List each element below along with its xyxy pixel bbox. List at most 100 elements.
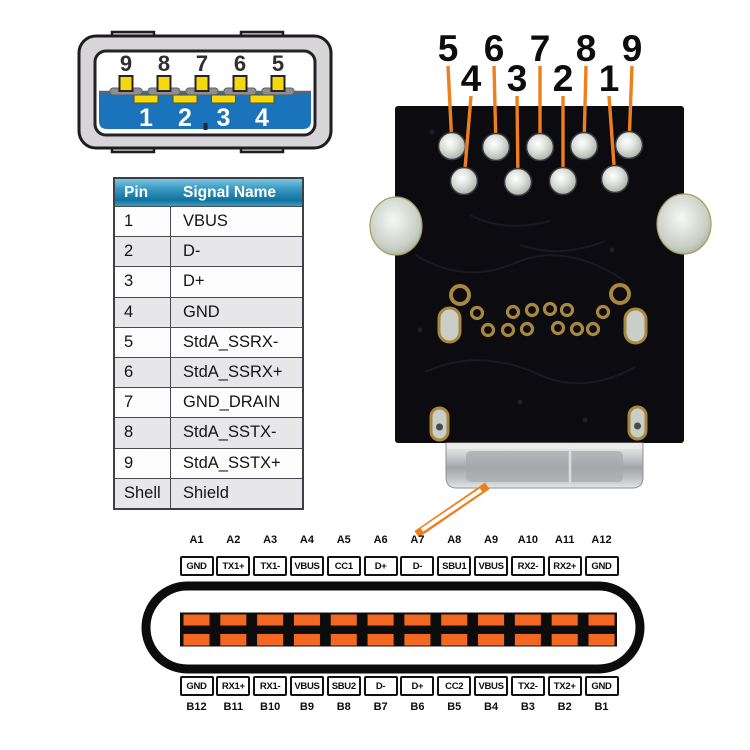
usb-c-pin-contact bbox=[403, 613, 432, 627]
mounting-pads-bottom bbox=[429, 405, 648, 442]
usb-c-pin-contact bbox=[256, 613, 285, 627]
pcb-pin-callout-number: 3 bbox=[507, 58, 528, 99]
usb-a-contact-number: 6 bbox=[234, 51, 246, 76]
usb-a-keying-tick bbox=[203, 123, 208, 130]
usb-c-pin-contact bbox=[182, 613, 211, 627]
pcb-pin-callout-number: 1 bbox=[599, 58, 620, 99]
usb-a-ss-contact bbox=[194, 75, 210, 92]
usb-c-bottom-pin-box: CC2 bbox=[437, 676, 472, 696]
pcb-traces bbox=[414, 129, 636, 423]
usb-c-top-pin-id: A6 bbox=[373, 534, 388, 546]
solder-pad bbox=[481, 132, 511, 162]
usb-c-top-pin-id: A3 bbox=[263, 534, 278, 546]
usb-c-pin-contact bbox=[550, 613, 579, 627]
usb-a-pin-number: 1 bbox=[139, 104, 153, 132]
usb-a-pad bbox=[133, 94, 159, 104]
usb-c-pin-contact bbox=[329, 633, 358, 647]
pin-table-row: 5 StdA_SSRX- bbox=[115, 326, 302, 357]
usb-c-pin-contact bbox=[292, 633, 321, 647]
usb-c-top-pin-id: A12 bbox=[591, 534, 612, 546]
usb-c-top-pin-box: GND bbox=[584, 556, 619, 576]
signal-name-cell: StdA_SSTX+ bbox=[183, 453, 281, 472]
usb-c-pin-contact bbox=[366, 613, 395, 627]
pin-number-cell: 3 bbox=[115, 267, 171, 297]
usb-c-bottom-pin-id: B5 bbox=[447, 701, 462, 713]
pcb-pin-callout-number: 6 bbox=[484, 28, 505, 69]
usb-a-contact-number: 8 bbox=[158, 51, 170, 76]
usb-c-pin-contact bbox=[550, 633, 579, 647]
signal-name-cell: VBUS bbox=[183, 212, 228, 231]
usb-a-pad bbox=[249, 94, 275, 104]
usb-c-pin-contact bbox=[587, 633, 616, 647]
usb-c-top-pin-id: A11 bbox=[554, 534, 575, 546]
usb-c-top-pin-box: RX2+ bbox=[547, 556, 582, 576]
usb-c-pin-contact bbox=[182, 633, 211, 647]
usb-c-pin-contact bbox=[477, 613, 506, 627]
signal-name-cell: StdA_SSRX- bbox=[183, 332, 279, 351]
usb-c-bottom-pin-id: B3 bbox=[520, 701, 535, 713]
usb-c-pin-strip-layer bbox=[182, 613, 616, 647]
usb-c-top-pin-id: A2 bbox=[226, 534, 241, 546]
solder-pad bbox=[569, 131, 599, 161]
pin-number-cell: 8 bbox=[115, 418, 171, 448]
usb-c-bottom-pin-id: B10 bbox=[260, 701, 281, 713]
usb-c-bottom-pin-box: GND bbox=[584, 676, 619, 696]
solder-pad bbox=[600, 164, 630, 194]
usb-c-top-pin-id: A9 bbox=[484, 534, 499, 546]
pcb-pin-callout-number: 9 bbox=[622, 28, 643, 69]
pin-table-row: 8 StdA_SSTX- bbox=[115, 417, 302, 448]
signal-name-cell: D- bbox=[183, 242, 201, 261]
pin-table-row: 2 D- bbox=[115, 236, 302, 267]
usb-a-ss-contact bbox=[270, 75, 286, 92]
usb-c-bottom-pin-box: VBUS bbox=[474, 676, 509, 696]
usb-c-bottom-pin-id: B11 bbox=[223, 701, 244, 713]
usb-c-pin-contact bbox=[440, 633, 469, 647]
usb-c-top-pin-id: A5 bbox=[336, 534, 351, 546]
usb-a-pad bbox=[172, 94, 198, 104]
usb-c-bottom-pin-box: VBUS bbox=[289, 676, 324, 696]
usb-c-bottom-pin-box: TX2- bbox=[510, 676, 545, 696]
usb-c-bottom-pin-id: B2 bbox=[557, 701, 572, 713]
signal-name-cell: StdA_SSTX- bbox=[183, 423, 277, 442]
usb-a-ss-contact bbox=[232, 75, 248, 92]
pin-number-cell: Shell bbox=[115, 478, 171, 508]
usb-c-pin-contact bbox=[513, 613, 542, 627]
usb-c-top-pin-box: TX1+ bbox=[216, 556, 251, 576]
usb-c-top-pin-id: A4 bbox=[299, 534, 314, 546]
pin-number-cell: 5 bbox=[115, 327, 171, 357]
signal-name-cell: Shield bbox=[183, 483, 229, 502]
usb-c-pin-contact bbox=[292, 613, 321, 627]
usb-c-bottom-pin-box: RX1- bbox=[253, 676, 288, 696]
solder-pad bbox=[449, 166, 479, 196]
pin-table-header: Pin Signal Name bbox=[115, 179, 302, 206]
usb-c-top-pin-box: SBU1 bbox=[437, 556, 472, 576]
usb-c-top-pin-id: A7 bbox=[410, 534, 425, 546]
solder-pad bbox=[614, 130, 644, 160]
usb-c-pin-contact bbox=[513, 633, 542, 647]
pcb-pin-callout-number: 4 bbox=[461, 58, 482, 99]
usb-c-pin-contact bbox=[219, 613, 248, 627]
callout-arrow-to-pinout bbox=[414, 482, 490, 538]
usb-c-top-pin-box: VBUS bbox=[289, 556, 324, 576]
usb-c-pin-contact bbox=[256, 633, 285, 647]
solder-blob-right bbox=[656, 193, 712, 255]
usb-c-pin-contact bbox=[219, 633, 248, 647]
usb-c-bottom-pin-box: RX1+ bbox=[216, 676, 251, 696]
pcb-pin-callout-number: 2 bbox=[553, 58, 574, 99]
pcb-pin-callout-number: 8 bbox=[576, 28, 597, 69]
pin-number-cell: 2 bbox=[115, 237, 171, 267]
usb-c-top-pin-box: VBUS bbox=[474, 556, 509, 576]
signal-name-cell: GND_DRAIN bbox=[183, 393, 281, 412]
usb-c-bottom-pin-id: B9 bbox=[299, 701, 314, 713]
solder-blob-left bbox=[369, 196, 423, 256]
signal-name-cell: GND bbox=[183, 302, 220, 321]
usb-a-contact-number: 9 bbox=[120, 51, 132, 76]
